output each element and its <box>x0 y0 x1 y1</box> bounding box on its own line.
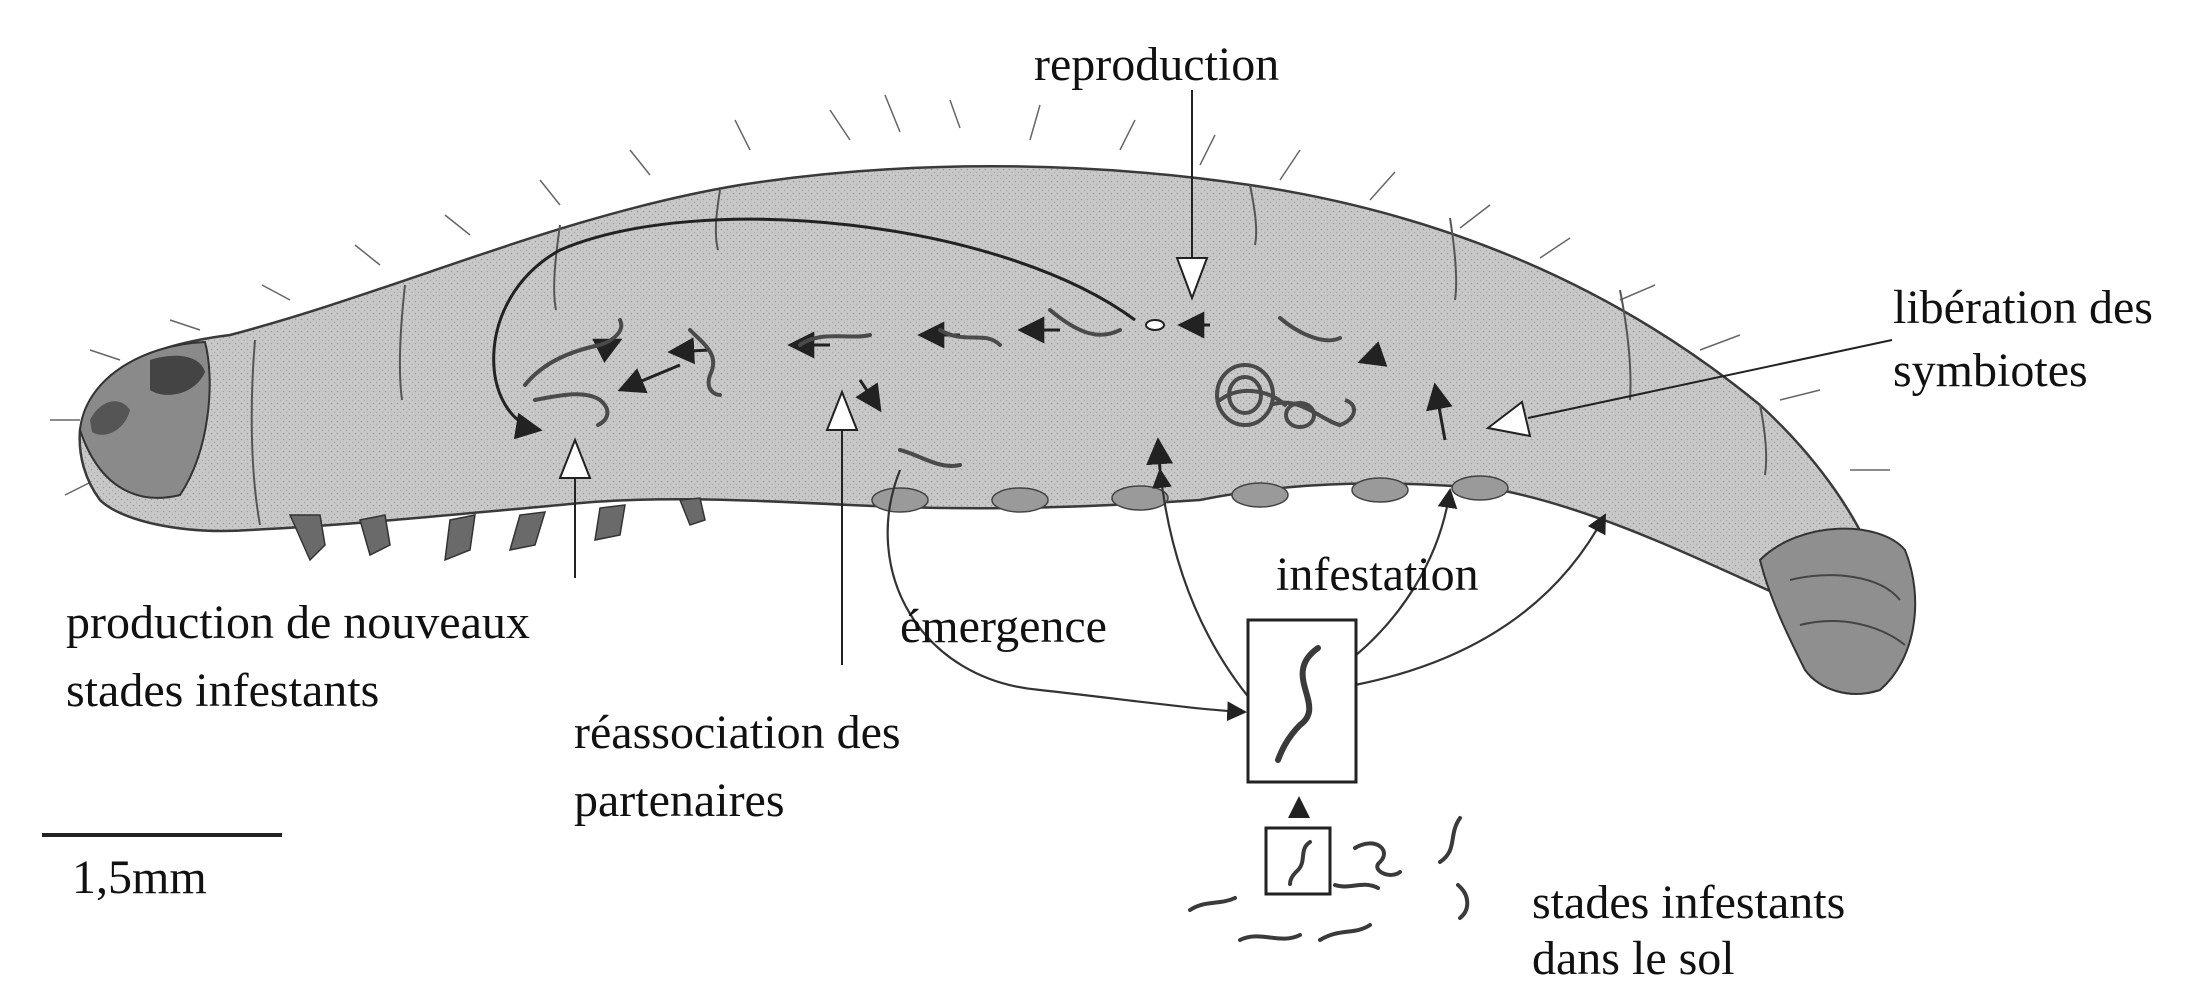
soil-juvenile-box <box>1266 796 1330 894</box>
reproduction-site <box>1146 320 1164 330</box>
label-production-line1: production de nouveaux <box>66 590 530 656</box>
larva-body <box>80 166 1880 606</box>
label-liberation-line2: symbiotes <box>1893 338 2088 404</box>
label-infestation: infestation <box>1276 542 1479 608</box>
label-emergence: émergence <box>900 594 1107 660</box>
label-production-line2: stades infestants <box>66 658 379 724</box>
label-reassociation-line1: réassociation des <box>574 700 901 766</box>
larva-tail <box>1760 529 1915 694</box>
infective-juvenile-box <box>1248 620 1356 782</box>
label-soil-line2: dans le sol <box>1532 926 1735 992</box>
label-reassociation-line2: partenaires <box>574 768 785 834</box>
label-scale: 1,5mm <box>72 845 207 911</box>
label-reproduction: reproduction <box>1034 32 1279 98</box>
label-liberation-line1: libération des <box>1893 275 2153 341</box>
